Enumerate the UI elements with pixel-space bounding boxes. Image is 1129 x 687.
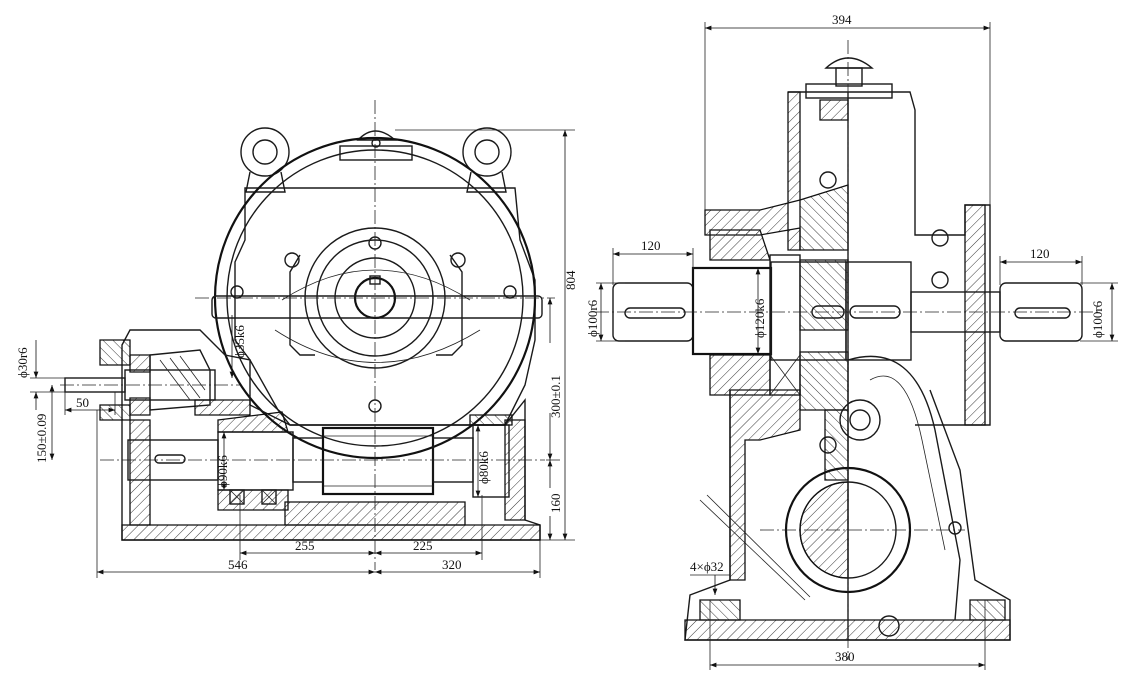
dim-phi30r6: ϕ30r6: [15, 347, 30, 378]
dim-120-left: 120: [641, 238, 661, 253]
dim-380: 380: [835, 649, 855, 664]
side-view: 394 120 120 ϕ100r6 ϕ120k6: [585, 12, 1118, 670]
dim-225: 225: [413, 538, 433, 553]
dim-phi100r6-left: ϕ100r6: [585, 299, 600, 337]
dim-4x32: 4×ϕ32: [690, 559, 724, 574]
dim-255: 255: [295, 538, 315, 553]
dim-phi80k6: ϕ80k6: [476, 451, 491, 484]
housing-base: [121, 329, 541, 541]
dim-50: 50: [76, 395, 89, 410]
dim-320: 320: [442, 557, 462, 572]
lifting-eye-right: [462, 127, 512, 193]
dim-160: 160: [548, 494, 563, 514]
dim-150: 150±0.09: [34, 414, 49, 463]
dim-phi100r6-right: ϕ100r6: [1090, 300, 1105, 338]
front-view: 804 300±0.1 160 255 225 54: [15, 100, 578, 578]
dim-546: 546: [228, 557, 248, 572]
output-shaft: [127, 411, 513, 511]
dim-394: 394: [832, 12, 852, 27]
housing-side-upper: [704, 91, 991, 640]
housing-side-lower: [684, 355, 1011, 641]
dim-120-right: 120: [1030, 246, 1050, 261]
dim-phi120k6: ϕ120k6: [752, 298, 767, 338]
dim-300: 300±0.1: [548, 375, 563, 418]
breather-cap-side: [805, 57, 893, 99]
breather-cap: [339, 130, 413, 161]
dim-804: 804: [563, 270, 578, 290]
dim-phi90k6: ϕ90k6: [215, 455, 230, 488]
dim-phi35k6: ϕ35k6: [232, 325, 247, 358]
